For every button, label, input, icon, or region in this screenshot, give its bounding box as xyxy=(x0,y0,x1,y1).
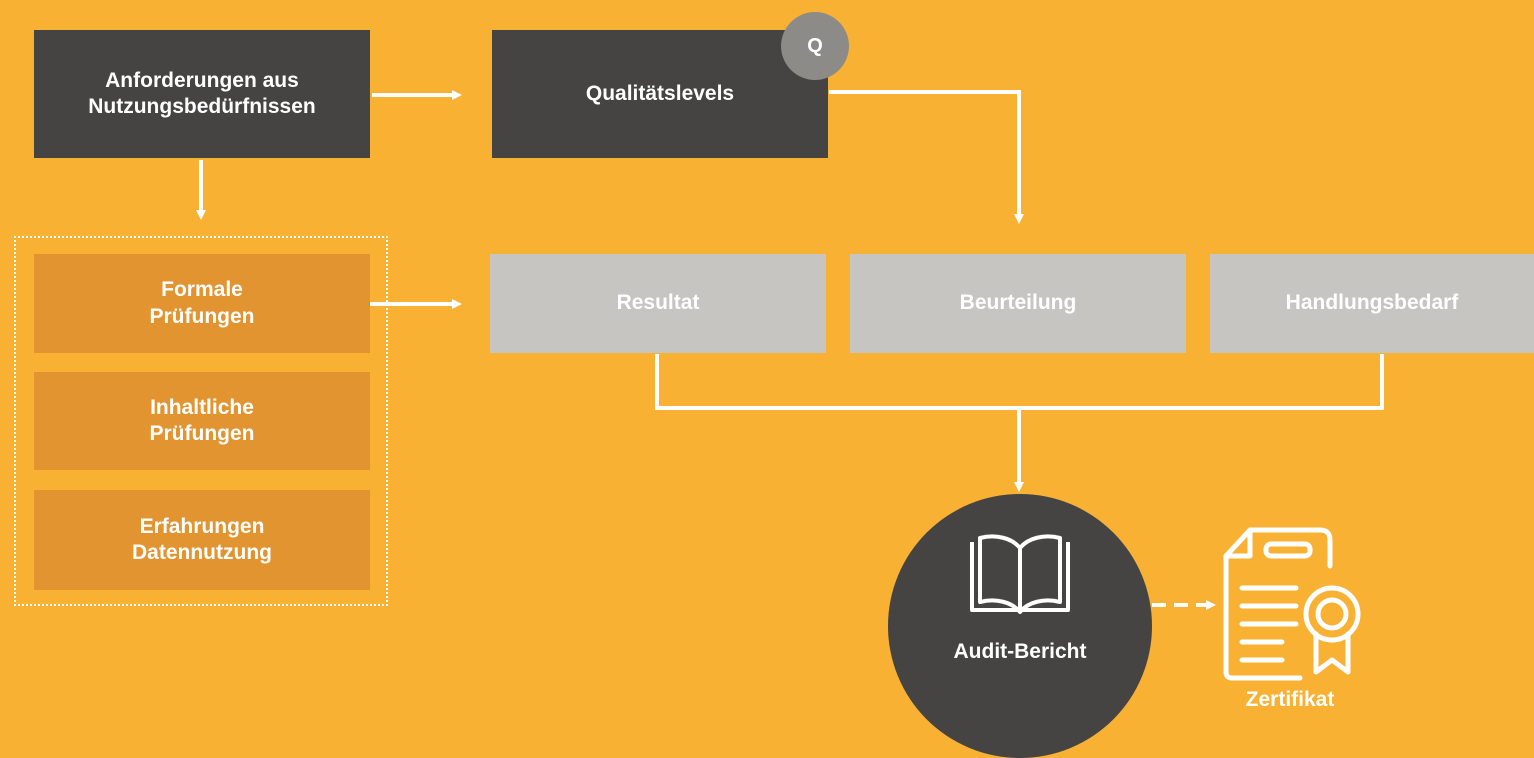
node-formale-pruefungen: Formale Prüfungen xyxy=(34,254,370,353)
node-beurteilung: Beurteilung xyxy=(850,254,1186,353)
q-badge: Q xyxy=(781,12,849,80)
node-erfahrungen-datennutzung: Erfahrungen Datennutzung xyxy=(34,490,370,590)
pruefungen-group xyxy=(14,236,388,606)
node-qualitaetslevels: Qualitätslevels xyxy=(492,30,828,158)
book-icon xyxy=(970,534,1070,614)
arrow-qualitaet-to-beurteilung xyxy=(829,90,1024,224)
merge-line xyxy=(655,354,1384,410)
node-inhaltliche-pruefungen: Inhaltliche Prüfungen xyxy=(34,372,370,470)
node-handlungsbedarf: Handlungsbedarf xyxy=(1210,254,1534,353)
zertifikat-label: Zertifikat xyxy=(1245,688,1335,711)
certificate-icon xyxy=(1223,527,1361,681)
node-qualitaetslevels-label: Qualitätslevels xyxy=(585,81,735,105)
node-resultat: Resultat xyxy=(490,254,826,353)
audit-bericht-label: Audit-Bericht xyxy=(953,640,1087,663)
connector-lines xyxy=(196,90,1384,610)
node-audit-bericht: Audit-Bericht xyxy=(888,494,1152,758)
node-anforderungen: Anforderungen aus Nutzungsbedürfnissen xyxy=(34,30,370,158)
